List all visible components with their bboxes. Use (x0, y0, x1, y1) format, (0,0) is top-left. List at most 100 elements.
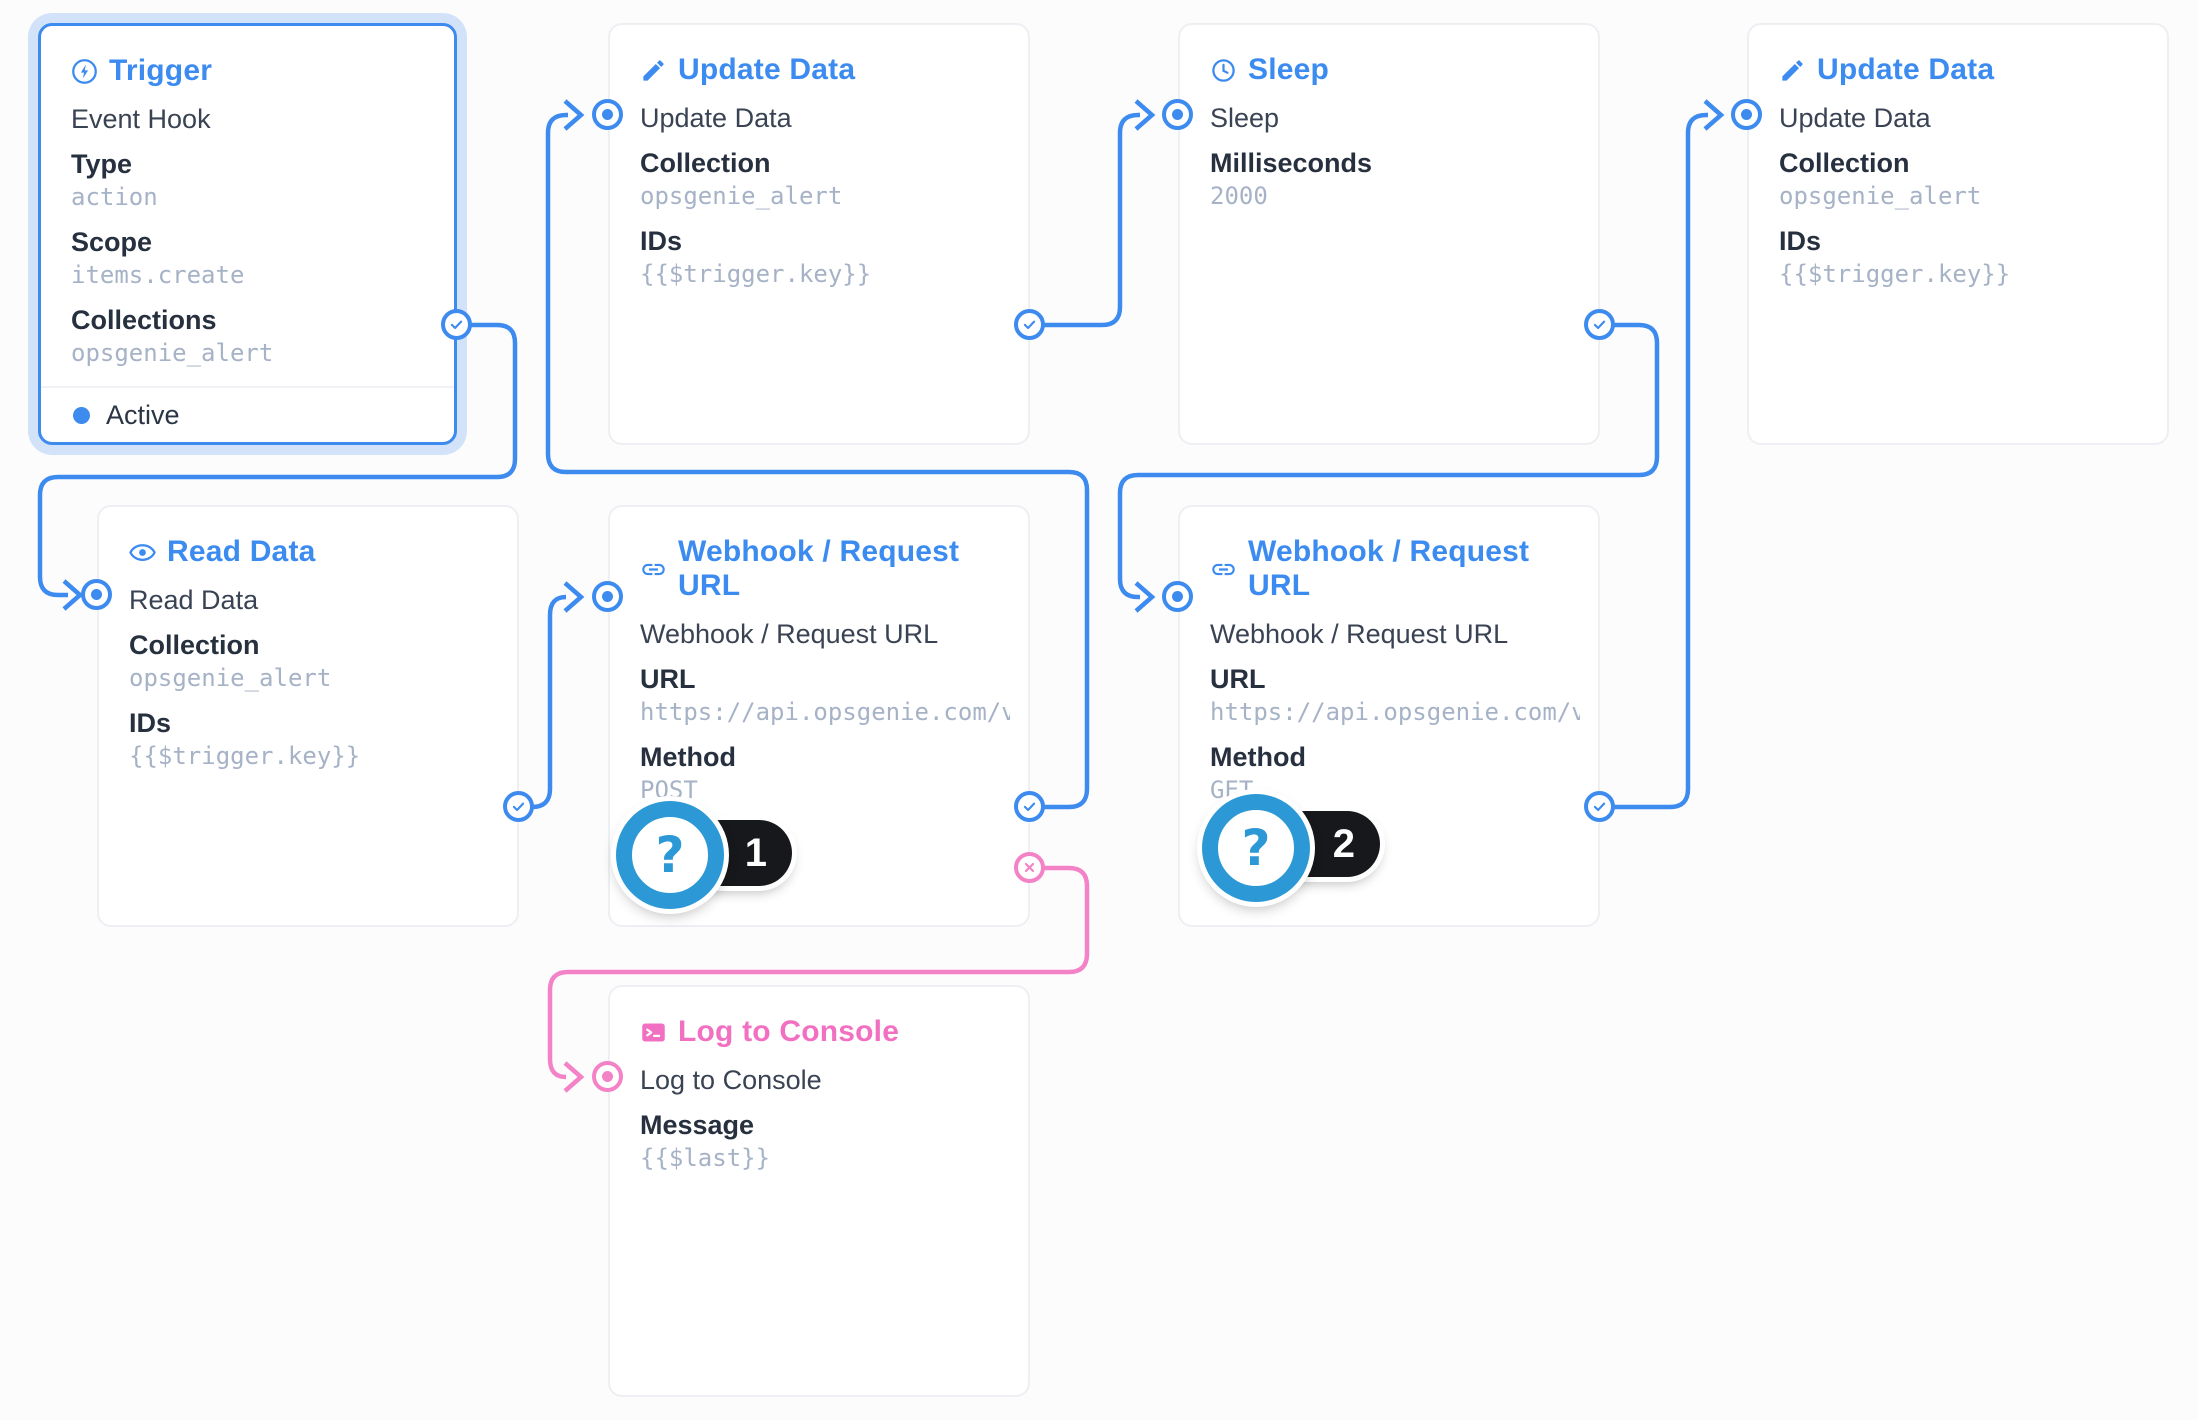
field-value: action (71, 183, 158, 211)
update-data-1-resolve-handle[interactable] (1014, 309, 1045, 340)
node-subtitle: Update Data (640, 103, 792, 133)
node-update-data-1[interactable]: Update Data Update Data Collection opsge… (608, 23, 1030, 445)
input-dot (1172, 591, 1183, 602)
connection-update-data-1-to-sleep (1030, 99, 1156, 328)
update-data-2-input-handle[interactable] (1731, 99, 1762, 130)
field-label: IDs (640, 226, 683, 256)
field-value: opsgenie_alert (71, 339, 274, 367)
field-value: 2000 (1210, 182, 1268, 210)
sleep-resolve-handle[interactable] (1584, 309, 1615, 340)
check-icon (1593, 320, 1606, 330)
node-sleep[interactable]: Sleep Sleep Milliseconds 2000 (1178, 23, 1600, 445)
field: Milliseconds 2000 (1210, 147, 1598, 212)
field-label: Collection (640, 148, 771, 178)
node-title: Sleep (1248, 53, 1330, 86)
input-dot (602, 109, 613, 120)
log-to-console-input-handle[interactable] (592, 1061, 623, 1092)
field-label: Collection (129, 630, 260, 660)
field-label: Collections (71, 305, 217, 335)
node-header: Read Data (129, 535, 517, 569)
input-dot (1172, 109, 1183, 120)
node-update-data-2[interactable]: Update Data Update Data Collection opsge… (1747, 23, 2169, 445)
clock-icon (1212, 58, 1235, 82)
field-value: opsgenie_alert (1779, 182, 1982, 210)
bolt-circle-icon (72, 58, 97, 84)
input-dot (602, 591, 613, 602)
node-title: Log to Console (678, 1015, 900, 1048)
field: Collection opsgenie_alert (1779, 147, 2167, 212)
node-read-data[interactable]: Read Data Read Data Collection opsgenie_… (97, 505, 519, 927)
node-title: Webhook / Request URL (1248, 535, 1530, 602)
webhook-get-input-handle[interactable] (1162, 581, 1193, 612)
input-dot (602, 1071, 613, 1082)
webhook-post-resolve-handle[interactable] (1014, 791, 1045, 822)
field: Message {{$last}} (640, 1109, 1028, 1174)
node-title: Read Data (167, 535, 316, 568)
x-icon (1024, 862, 1035, 873)
field: Method POST (640, 741, 1028, 806)
sleep-input-handle[interactable] (1162, 99, 1193, 130)
update-data-1-input-handle[interactable] (592, 99, 623, 130)
field: Collections opsgenie_alert (71, 304, 454, 369)
field-label: Milliseconds (1210, 148, 1373, 178)
field-label: Collection (1779, 148, 1910, 178)
connection-sleep-to-webhook-get (1117, 322, 1660, 613)
trigger-resolve-handle[interactable] (441, 309, 472, 340)
field-value: {{$last}} (640, 1144, 771, 1172)
eye-icon (129, 543, 156, 561)
webhook-get-unresolved-badge[interactable]: ? (1202, 794, 1310, 902)
field-label: Message (640, 1110, 755, 1140)
field-value: opsgenie_alert (129, 664, 332, 692)
check-icon (1593, 802, 1606, 812)
read-data-input-handle[interactable] (81, 579, 112, 610)
input-dot (1741, 109, 1752, 120)
badge-count: 1 (744, 830, 767, 875)
field-label: Type (71, 149, 133, 179)
field: IDs {{$trigger.key}} (129, 707, 517, 772)
node-header: Webhook / Request URL (640, 535, 1028, 603)
field-value: https://api.opsgenie.com/v… (1210, 698, 1580, 726)
pencil-icon (643, 59, 664, 81)
connection-webhook-get-to-update-data-2 (1600, 99, 1725, 810)
node-subtitle: Read Data (129, 585, 259, 615)
webhook-post-unresolved-badge[interactable]: ? (616, 801, 724, 909)
field-value: {{$trigger.key}} (1779, 260, 2011, 288)
webhook-post-reject-handle[interactable] (1014, 852, 1045, 883)
question-mark-icon: ? (655, 826, 685, 884)
field: Collection opsgenie_alert (129, 629, 517, 694)
check-icon (1023, 320, 1036, 330)
node-title: Update Data (678, 53, 856, 86)
active-status-dot (73, 406, 90, 424)
node-header: Update Data (1779, 53, 2167, 87)
field-value: POST (640, 776, 698, 804)
field: Method GET (1210, 741, 1598, 806)
check-icon (450, 320, 463, 330)
field-value: https://api.opsgenie.com/v… (640, 698, 1010, 726)
field-label: URL (640, 664, 696, 694)
field-value: opsgenie_alert (640, 182, 843, 210)
node-subtitle: Log to Console (640, 1065, 822, 1095)
connection-trigger-to-read-data (37, 322, 518, 611)
field-label: IDs (1779, 226, 1822, 256)
read-data-resolve-handle[interactable] (503, 791, 534, 822)
field-value: {{$trigger.key}} (640, 260, 872, 288)
node-log-to-console[interactable]: Log to Console Log to Console Message {{… (608, 985, 1030, 1397)
field-label: URL (1210, 664, 1266, 694)
trigger-type-text: Event Hook (71, 104, 211, 134)
node-header: Webhook / Request URL (1210, 535, 1598, 603)
field-label: Method (1210, 742, 1306, 772)
field: URL https://api.opsgenie.com/v… (1210, 663, 1598, 728)
node-subtitle: Webhook / Request URL (1210, 619, 1509, 649)
input-dot (91, 589, 102, 600)
field: IDs {{$trigger.key}} (1779, 225, 2167, 290)
connection-webhook-post-reject-to-log (547, 865, 1090, 1093)
node-header: Sleep (1210, 53, 1598, 87)
webhook-get-resolve-handle[interactable] (1584, 791, 1615, 822)
node-header: Update Data (640, 53, 1028, 87)
field: Collection opsgenie_alert (640, 147, 1028, 212)
node-title: Trigger (109, 54, 213, 87)
webhook-post-input-handle[interactable] (592, 581, 623, 612)
field: URL https://api.opsgenie.com/v… (640, 663, 1028, 728)
node-trigger[interactable]: Trigger Event Hook Type action Scope ite… (38, 23, 457, 445)
